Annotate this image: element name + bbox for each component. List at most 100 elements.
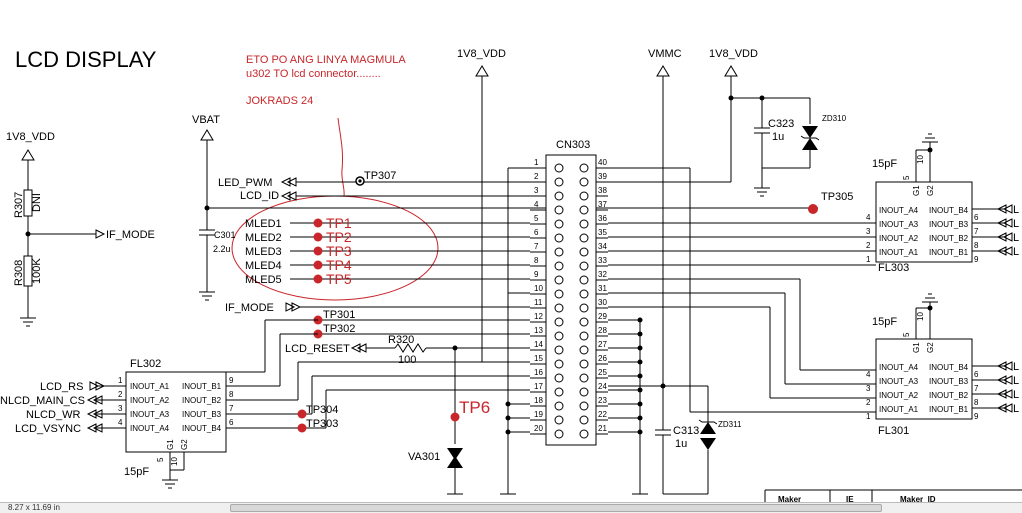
svg-text:9: 9 xyxy=(229,376,234,385)
connector-pin xyxy=(554,219,564,229)
title-block-maker: Maker xyxy=(778,495,801,504)
pin-number-left: 7 xyxy=(534,242,539,251)
svg-text:4: 4 xyxy=(866,370,871,379)
pin-number-right: 26 xyxy=(598,354,607,363)
pin-number-left: 11 xyxy=(534,298,543,307)
page-title: LCD DISPLAY xyxy=(15,47,157,72)
power-arrow-icon xyxy=(656,65,670,77)
pin-number-left: 3 xyxy=(534,186,539,195)
pin-number-left: 19 xyxy=(534,410,543,419)
svg-text:L: L xyxy=(1013,375,1019,387)
pin-number-right: 27 xyxy=(598,340,607,349)
annotation: ETO PO ANG LINYA MAGMULA u302 TO lcd con… xyxy=(231,54,439,301)
tp307-label: TP307 xyxy=(364,170,396,182)
pin-number-right: 32 xyxy=(598,270,607,279)
pin-number-left: 13 xyxy=(534,326,543,335)
rail-vmmc: VMMC C313 1u ZD311 xyxy=(608,48,742,495)
zener-zd311 xyxy=(700,422,716,434)
fl301-pin-b4: INOUT_B4 xyxy=(929,363,969,372)
pin-number-left: 17 xyxy=(534,382,543,391)
horizontal-scrollbar[interactable] xyxy=(230,504,882,512)
connector-pin xyxy=(579,429,589,439)
fl301-label: FL301 xyxy=(878,425,909,437)
net-mled4: MLED4 xyxy=(245,260,282,272)
svg-text:G2: G2 xyxy=(926,342,935,353)
c323-value: 1u xyxy=(772,131,784,143)
connector-pin xyxy=(579,401,589,411)
net-mled2: MLED2 xyxy=(245,232,282,244)
net-if-mode: IF_MODE xyxy=(225,302,274,314)
offpage-arrow-icon xyxy=(86,409,97,419)
testpoint-tp303 xyxy=(297,423,307,433)
tp302-label: TP302 xyxy=(323,323,355,335)
connector-pin xyxy=(554,275,564,285)
connector-pin xyxy=(579,247,589,257)
net-nlcd-main-cs: NLCD_MAIN_CS xyxy=(0,395,85,407)
pin-number-right: 21 xyxy=(598,424,607,433)
net-mled5: MLED5 xyxy=(245,274,282,286)
svg-text:2: 2 xyxy=(866,241,871,250)
fl302-pin-b3: INOUT_B3 xyxy=(182,410,222,419)
svg-text:6: 6 xyxy=(974,370,979,379)
offpage-arrow-icon xyxy=(280,177,291,187)
annotation-line-3: JOKRADS 24 xyxy=(246,95,313,107)
offpage-arrow-icon xyxy=(350,343,361,353)
fl303-pin-a4: INOUT_A4 xyxy=(879,206,919,215)
fl301-pin-a1: INOUT_A1 xyxy=(879,405,919,414)
svg-text:7: 7 xyxy=(974,227,979,236)
svg-text:L: L xyxy=(1013,403,1019,415)
svg-text:3: 3 xyxy=(118,404,123,413)
svg-text:8: 8 xyxy=(974,398,979,407)
pin-number-right: 22 xyxy=(598,410,607,419)
net-lcd-id: LCD_ID xyxy=(240,190,279,202)
varistor-va301 xyxy=(447,448,463,460)
svg-text:8: 8 xyxy=(974,241,979,250)
fl303-pin-a1: INOUT_A1 xyxy=(879,248,919,257)
connector-pin xyxy=(554,345,564,355)
fl303-pin-b1: INOUT_B1 xyxy=(929,248,969,257)
testpoint-tp6 xyxy=(450,412,460,422)
power-arrow-icon xyxy=(724,65,738,77)
svg-text:3: 3 xyxy=(866,227,871,236)
svg-text:1: 1 xyxy=(118,376,123,385)
zener-zd310 xyxy=(802,126,818,138)
offpage-arrow-icon xyxy=(86,395,97,405)
svg-text:8: 8 xyxy=(229,390,234,399)
svg-text:7: 7 xyxy=(974,384,979,393)
svg-text:7: 7 xyxy=(229,404,234,413)
filter-fl301: FL301 15pF INOUT_A4 INOUT_A3 INOUT_A2 IN… xyxy=(866,293,1019,437)
pin-number-right: 40 xyxy=(598,158,607,167)
rail-1v8-right: 1V8_VDD C323 1u ZD310 xyxy=(608,48,847,197)
connector-pin xyxy=(554,261,564,271)
pin-number-left: 2 xyxy=(534,172,539,181)
cn303-label: CN303 xyxy=(556,139,590,151)
connector-pin xyxy=(579,261,589,271)
connector-pin xyxy=(579,191,589,201)
tp1-label: TP1 xyxy=(326,215,352,231)
pin-number-right: 29 xyxy=(598,312,607,321)
pin-number-right: 39 xyxy=(598,172,607,181)
pin-number-right: 30 xyxy=(598,298,607,307)
connector-pin xyxy=(554,317,564,327)
vbat-section: VBAT C301 2.2u xyxy=(192,114,818,301)
fl303-cap: 15pF xyxy=(872,158,897,170)
svg-text:L: L xyxy=(1013,232,1019,244)
svg-text:L: L xyxy=(1013,218,1019,230)
filter-fl302: FL302 INOUT_A1 INOUT_A2 INOUT_A3 INOUT_A… xyxy=(0,358,530,489)
fl302-pin-b4: INOUT_B4 xyxy=(182,424,222,433)
connector-pin xyxy=(579,373,589,383)
pin-number-left: 15 xyxy=(534,354,543,363)
pin-number-right: 33 xyxy=(598,256,607,265)
c323-label: C323 xyxy=(768,118,794,130)
offpage-arrow-icon xyxy=(996,204,1007,214)
fl303-pin-a2: INOUT_A2 xyxy=(879,234,919,243)
power-label-1v8-mid: 1V8_VDD xyxy=(457,48,506,60)
svg-text:1: 1 xyxy=(866,412,871,421)
svg-text:5: 5 xyxy=(902,332,911,337)
pin-number-right: 36 xyxy=(598,214,607,223)
power-arrow-icon xyxy=(200,129,214,141)
pin-number-right: 31 xyxy=(598,284,607,293)
svg-text:L: L xyxy=(1013,204,1019,216)
